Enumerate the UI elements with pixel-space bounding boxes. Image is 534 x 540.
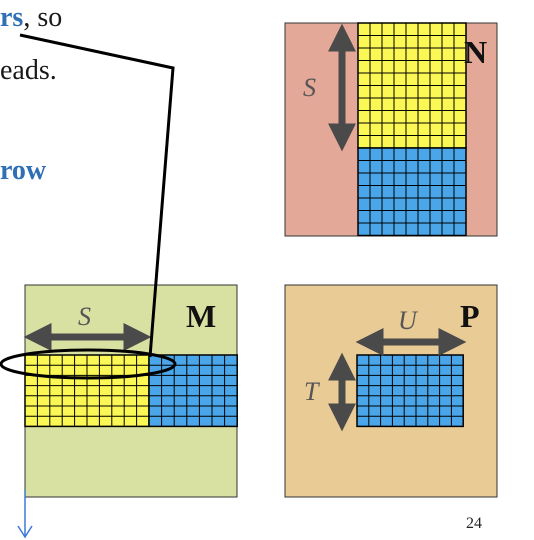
matrix-m-yellow-tile [24,354,150,428]
matrix-n-s-label: S [303,73,316,102]
matrix-m-blue-tile [148,354,238,428]
page-number: 24 [466,515,482,532]
text-line-3: row [0,155,46,187]
matrix-p-blue-fill [356,354,464,428]
row-highlight-ellipse [0,348,177,380]
matrix-p-blue-tile [356,354,464,428]
cursor-icon [17,490,33,539]
matrix-m: S M [23,284,238,498]
matrix-p-t-label: T [304,377,320,406]
matrix-p-label: P [460,298,480,334]
text-line-3-bold: row [0,155,47,186]
matrix-p: U T P [284,284,498,498]
matrix-n-blue-tile [357,147,467,237]
matrix-n-yellow-tile [357,22,467,149]
text-line-1-bold: rs [0,2,24,33]
matrix-n-label: N [464,34,487,70]
matrix-m-s-label: S [78,302,91,331]
text-line-1-rest: , so [23,2,63,33]
matrix-p-u-label: U [398,306,419,335]
matrix-m-label: M [186,298,216,334]
callout-line [19,33,175,358]
matrix-m-blue-fill [148,354,238,428]
text-line-2: eads. [0,55,57,86]
text-line-1: rs, so [0,2,62,34]
matrix-n: S N [284,22,498,237]
matrix-n-blue-fill [357,147,467,237]
